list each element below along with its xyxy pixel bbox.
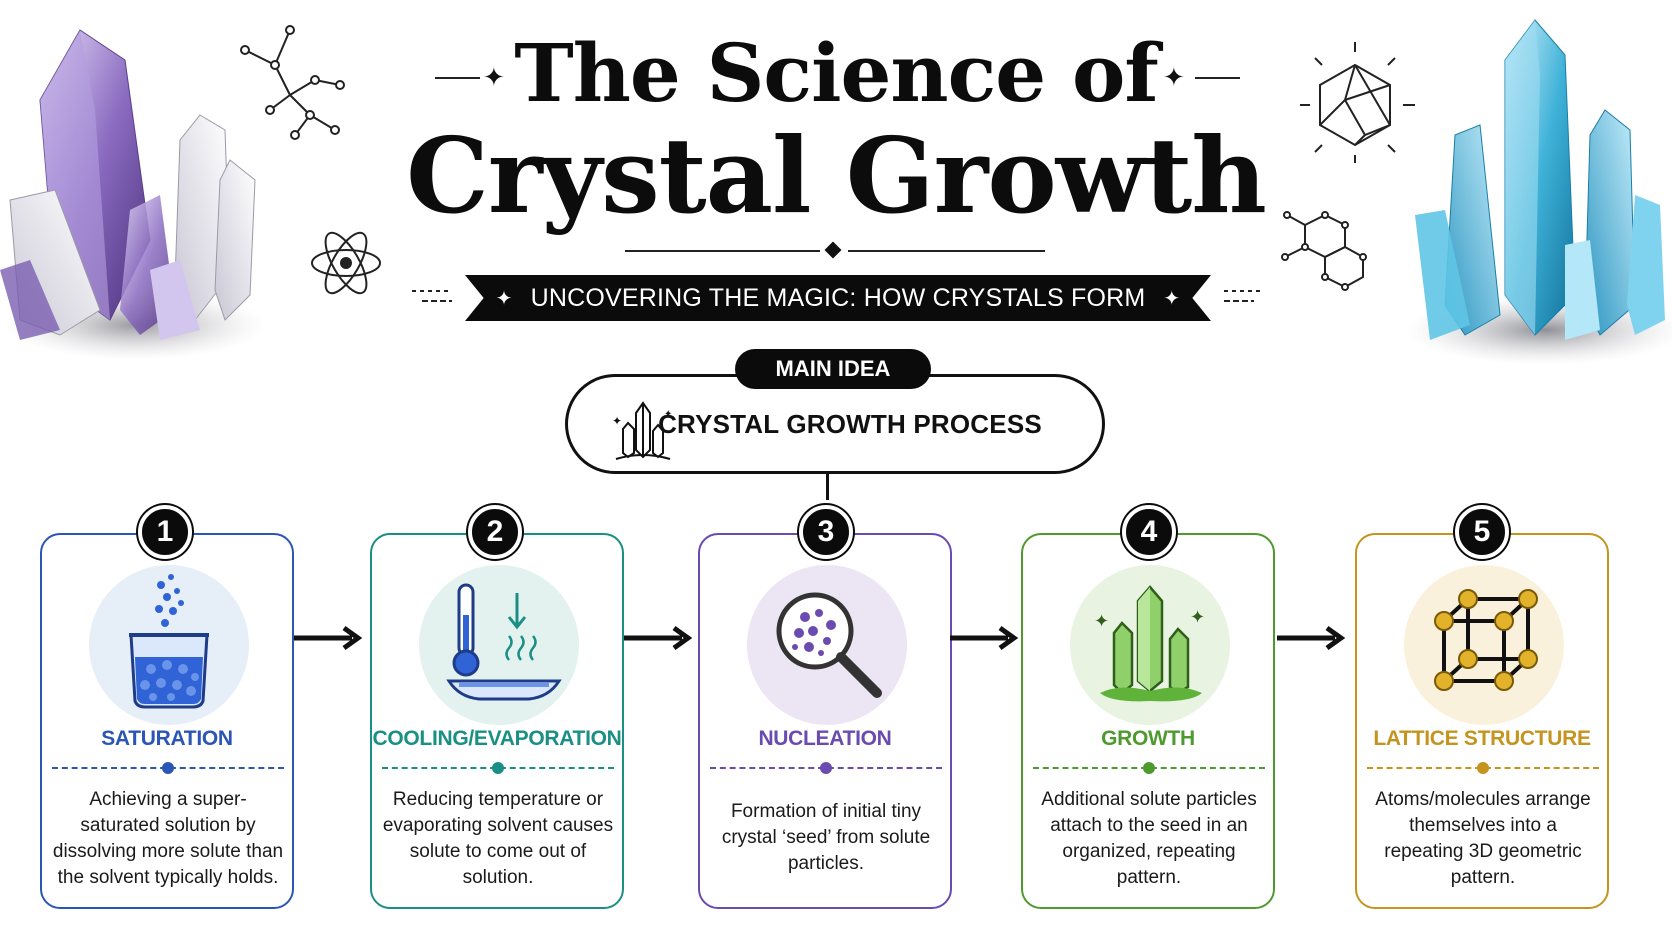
page-title-line2: Crystal Growth — [406, 114, 1267, 237]
title-divider-right — [848, 250, 1045, 252]
main-idea-connector — [826, 474, 829, 500]
step-icon-background: ✦ ✦ — [1070, 565, 1230, 725]
step-title: SATURATION — [101, 727, 233, 750]
sparkle-icon: ✦ — [483, 63, 505, 93]
sparkle-icon: ✦ — [495, 287, 513, 310]
flow-arrow-icon — [1277, 625, 1346, 651]
sparkle-icon: ✦ — [1163, 63, 1185, 93]
title-rule-right — [1195, 77, 1240, 79]
step-divider-dot — [492, 762, 504, 774]
speed-lines-right-icon — [1224, 290, 1262, 302]
beaker-icon — [129, 574, 209, 709]
sparkle-icon: ✦ — [1163, 287, 1181, 310]
main-idea-pill: MAIN IDEA — [735, 349, 931, 389]
step-description: Atoms/molecules arrange themselves into … — [1375, 789, 1591, 888]
title-divider-left — [625, 250, 820, 252]
svg-text:✦: ✦ — [664, 409, 672, 420]
step-description: Reducing temperature or evaporating solv… — [382, 789, 614, 888]
main-idea-box: ✦ ✦ CRYSTAL GROWTH PROCESS — [565, 374, 1105, 474]
aquamarine-crystal-icon — [1405, 19, 1672, 365]
step-number-badge: 5 — [1455, 505, 1509, 559]
step-icon-background — [89, 565, 249, 725]
step-number-badge: 3 — [799, 505, 853, 559]
thermometer-icon — [446, 583, 562, 701]
step-title: LATTICE STRUCTURE — [1373, 727, 1591, 750]
subtitle-banner: ✦ UNCOVERING THE MAGIC: HOW CRYSTALS FOR… — [465, 275, 1211, 321]
title-rule-left — [435, 77, 480, 79]
lattice-cube-icon — [1434, 589, 1538, 691]
step-icon-background — [1404, 565, 1564, 725]
svg-text:✦: ✦ — [612, 414, 622, 428]
step-description: Achieving a super-saturated solution by … — [52, 789, 284, 888]
amethyst-crystal-icon — [0, 29, 265, 360]
flow-arrow-icon — [950, 625, 1019, 651]
step-icon-background — [747, 565, 907, 725]
step-icon-background — [419, 565, 579, 725]
step-number-badge: 4 — [1122, 505, 1176, 559]
svg-text:✦: ✦ — [1094, 611, 1109, 632]
step-card-saturation: SATURATION Achieving a super-saturated s… — [40, 533, 294, 909]
subtitle-text: UNCOVERING THE MAGIC: HOW CRYSTALS FORM — [530, 283, 1146, 312]
crystal-cluster-icon: ✦ ✦ — [612, 401, 672, 460]
step-card-growth: ✦ ✦ GROWTH Additional solute particles a… — [1021, 533, 1275, 909]
step-card-nucleation: NUCLEATION Formation of initial tiny cry… — [698, 533, 952, 909]
page-title-line1: The Science of — [514, 26, 1159, 120]
hexagon-molecule-icon — [1281, 211, 1367, 291]
step-title: COOLING/EVAPORATION — [372, 727, 622, 750]
atom-icon — [311, 231, 381, 295]
step-number-badge: 2 — [468, 505, 522, 559]
step-number-badge: 1 — [138, 505, 192, 559]
step-card-cooling-evaporation: COOLING/EVAPORATION Reducing temperature… — [370, 533, 624, 909]
svg-text:✦: ✦ — [1190, 607, 1205, 628]
step-divider-dot — [1477, 762, 1489, 774]
step-description: Additional solute particles attach to th… — [1041, 789, 1257, 888]
step-divider-dot — [162, 762, 174, 774]
speed-lines-left-icon — [412, 290, 452, 302]
main-idea-label: CRYSTAL GROWTH PROCESS — [658, 408, 1042, 439]
step-description: Formation of initial tiny crystal ‘seed’… — [721, 801, 931, 874]
step-divider-dot — [1143, 762, 1155, 774]
molecule-chain-icon — [240, 25, 345, 140]
title-divider-diamond — [824, 241, 842, 259]
green-crystal-icon: ✦ ✦ — [1094, 585, 1205, 702]
magnifier-icon — [776, 592, 882, 698]
polyhedron-icon — [1300, 42, 1415, 163]
step-card-lattice-structure: LATTICE STRUCTURE Atoms/molecules arrang… — [1355, 533, 1609, 909]
step-divider-dot — [820, 762, 832, 774]
flow-arrow-icon — [624, 625, 693, 651]
flow-arrow-icon — [294, 625, 363, 651]
step-title: GROWTH — [1101, 727, 1195, 750]
step-title: NUCLEATION — [758, 727, 892, 750]
